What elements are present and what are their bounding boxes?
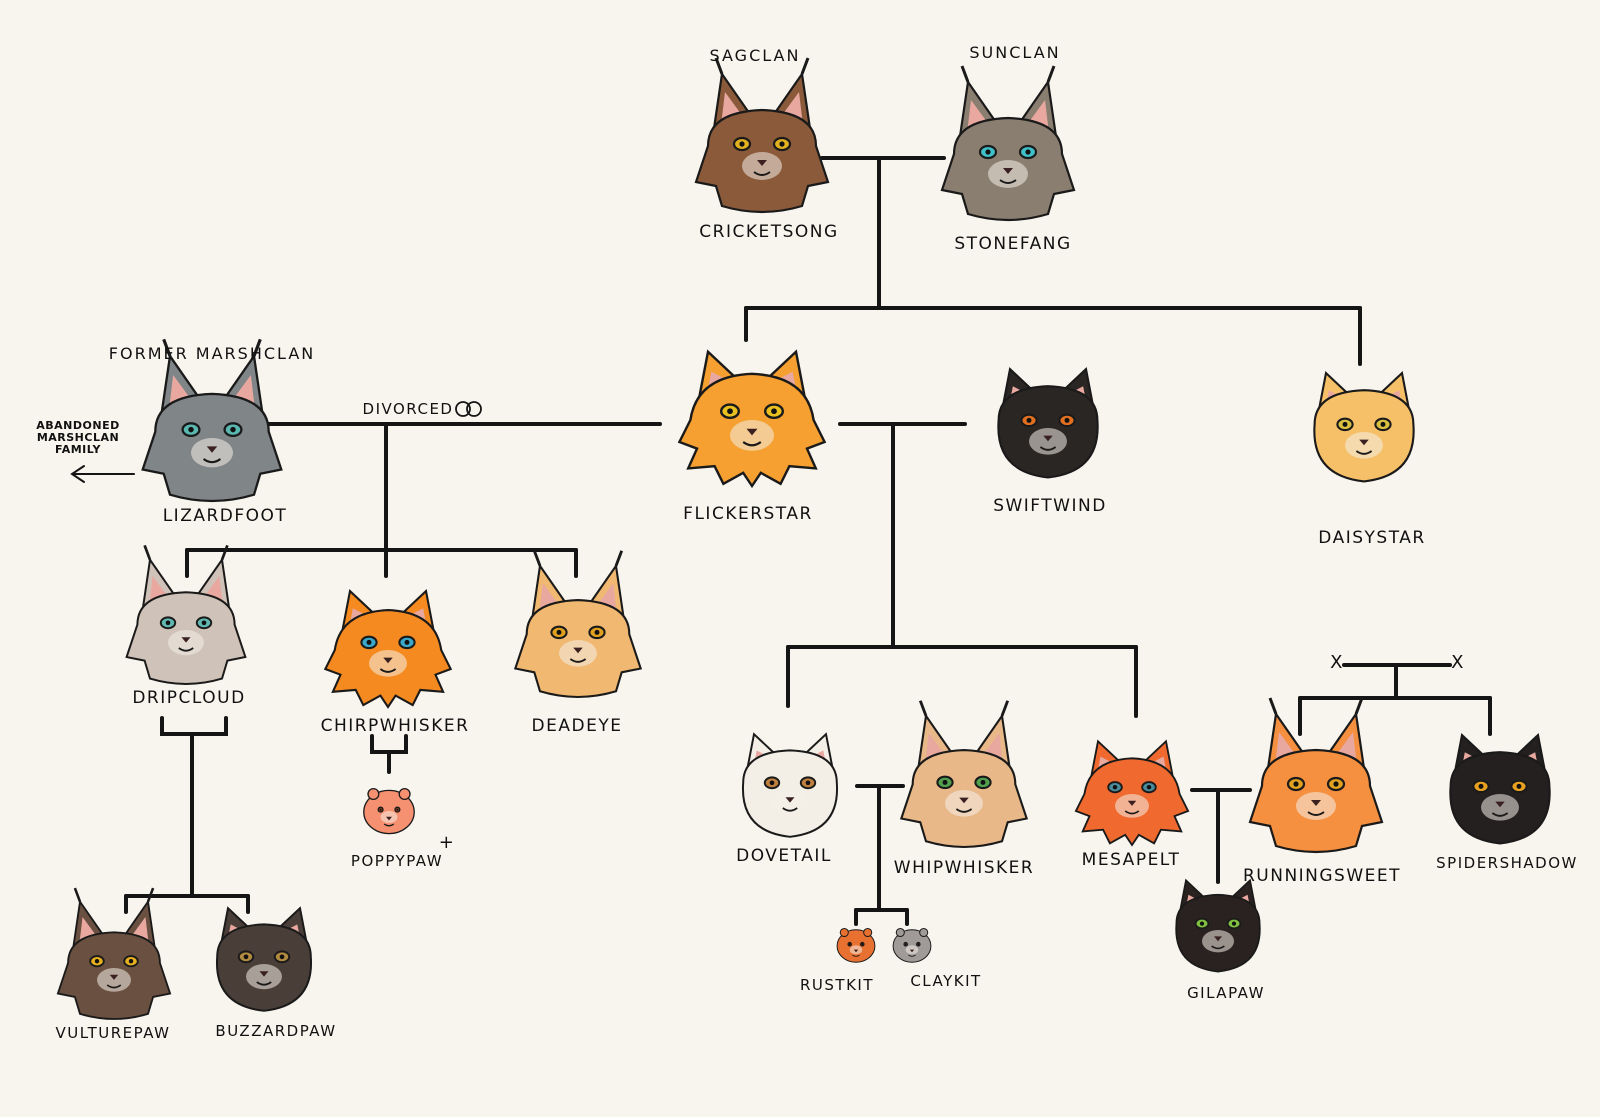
name-mesapelt: MESAPELT xyxy=(1081,850,1181,870)
lizardfoot-portrait xyxy=(141,338,283,503)
clan-label-sunclan: SUNCLAN xyxy=(969,43,1061,62)
name-poppypaw: POPPYPAW xyxy=(350,852,444,870)
connector xyxy=(160,716,228,736)
deceased-marker: + xyxy=(438,832,456,853)
name-gilapaw: GILAPAW xyxy=(1187,984,1265,1002)
name-flickerstar: FLICKERSTAR xyxy=(683,504,813,524)
clan-label-former-marshclan: FORMER MARSHCLAN xyxy=(108,344,316,363)
unknown-parent-marker: X xyxy=(1451,652,1465,673)
gilapaw-portrait xyxy=(1175,878,1261,973)
name-spidershadow: SPIDERSHADOW xyxy=(1436,854,1578,872)
daisystar-portrait xyxy=(1313,371,1415,483)
name-runningsweet: RUNNINGSWEET xyxy=(1242,866,1402,886)
flickerstar-portrait xyxy=(677,349,827,489)
swiftwind-portrait xyxy=(997,367,1099,479)
dripcloud-portrait xyxy=(125,544,247,685)
abandoned-arrow xyxy=(70,465,135,483)
name-cricketsong: CRICKETSONG xyxy=(699,222,839,242)
name-lizardfoot: LIZARDFOOT xyxy=(162,506,288,526)
name-claykit: CLAYKIT xyxy=(910,972,982,990)
cricketsong-portrait xyxy=(694,57,830,214)
unknown-parent-marker: X xyxy=(1330,652,1344,673)
name-daisystar: DAISYSTAR xyxy=(1318,528,1426,548)
poppypaw-portrait xyxy=(363,787,415,835)
name-deadeye: DEADEYE xyxy=(531,716,623,736)
name-stonefang: STONEFANG xyxy=(954,234,1072,254)
deadeye-portrait xyxy=(513,550,643,698)
dovetail-portrait xyxy=(742,732,838,838)
spidershadow-portrait xyxy=(1449,733,1551,845)
name-dovetail: DOVETAIL xyxy=(736,846,832,866)
runningsweet-portrait xyxy=(1248,697,1384,854)
chirpwhisker-portrait xyxy=(323,589,453,709)
name-buzzardpaw: BUZZARDPAW xyxy=(215,1022,337,1040)
name-vulturepaw: VULTUREPAW xyxy=(55,1024,171,1042)
abandoned-note: ABANDONED MARSHCLAN FAMILY xyxy=(36,419,120,456)
name-whipwhisker: WHIPWHISKER xyxy=(893,858,1035,878)
buzzardpaw-portrait xyxy=(216,906,312,1012)
vulturepaw-portrait xyxy=(56,887,172,1020)
name-chirpwhisker: CHIRPWHISKER xyxy=(320,716,470,736)
stonefang-portrait xyxy=(940,65,1076,222)
clan-label-sagclan: SAGCLAN xyxy=(709,46,801,65)
name-rustkit: RUSTKIT xyxy=(799,976,875,994)
name-dripcloud: DRIPCLOUD xyxy=(132,688,246,708)
name-swiftwind: SWIFTWIND xyxy=(993,496,1107,516)
rustkit-portrait xyxy=(836,927,876,963)
divorced-note: DIVORCED xyxy=(362,400,454,418)
whipwhisker-portrait xyxy=(899,700,1029,848)
ring-icon xyxy=(455,401,471,417)
mesapelt-portrait xyxy=(1074,739,1190,847)
claykit-portrait xyxy=(892,927,932,963)
connector xyxy=(370,734,408,754)
ring-icon xyxy=(466,401,482,417)
